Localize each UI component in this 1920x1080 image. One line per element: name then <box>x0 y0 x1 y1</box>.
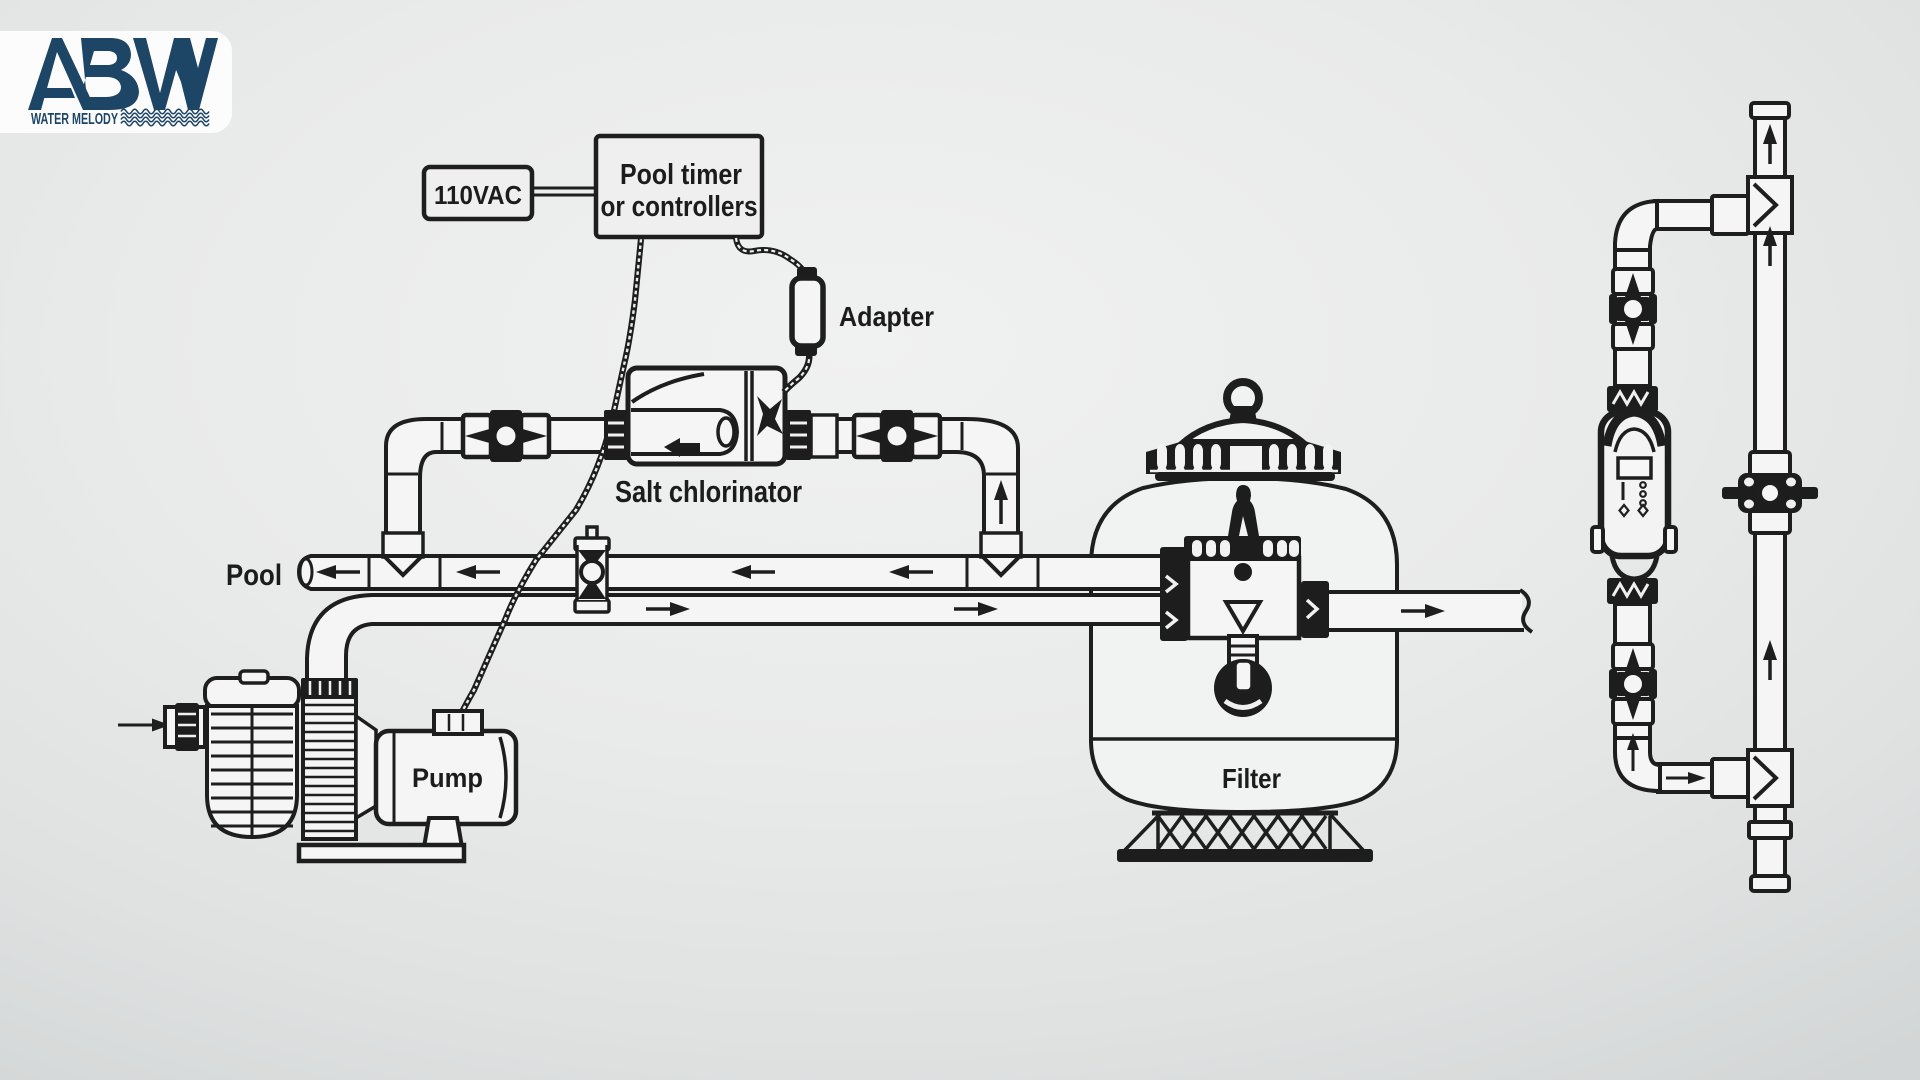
svg-text:Pump: Pump <box>412 763 483 793</box>
svg-text:WATER MELODY: WATER MELODY <box>31 111 118 128</box>
svg-text:or controllers: or controllers <box>601 191 758 223</box>
svg-text:Pool timer: Pool timer <box>620 159 742 191</box>
svg-text:Salt chlorinator: Salt chlorinator <box>615 474 802 509</box>
svg-text:Adapter: Adapter <box>839 301 934 332</box>
svg-text:Pool: Pool <box>226 559 282 592</box>
svg-text:110VAC: 110VAC <box>434 180 522 210</box>
svg-text:Filter: Filter <box>1222 763 1281 794</box>
